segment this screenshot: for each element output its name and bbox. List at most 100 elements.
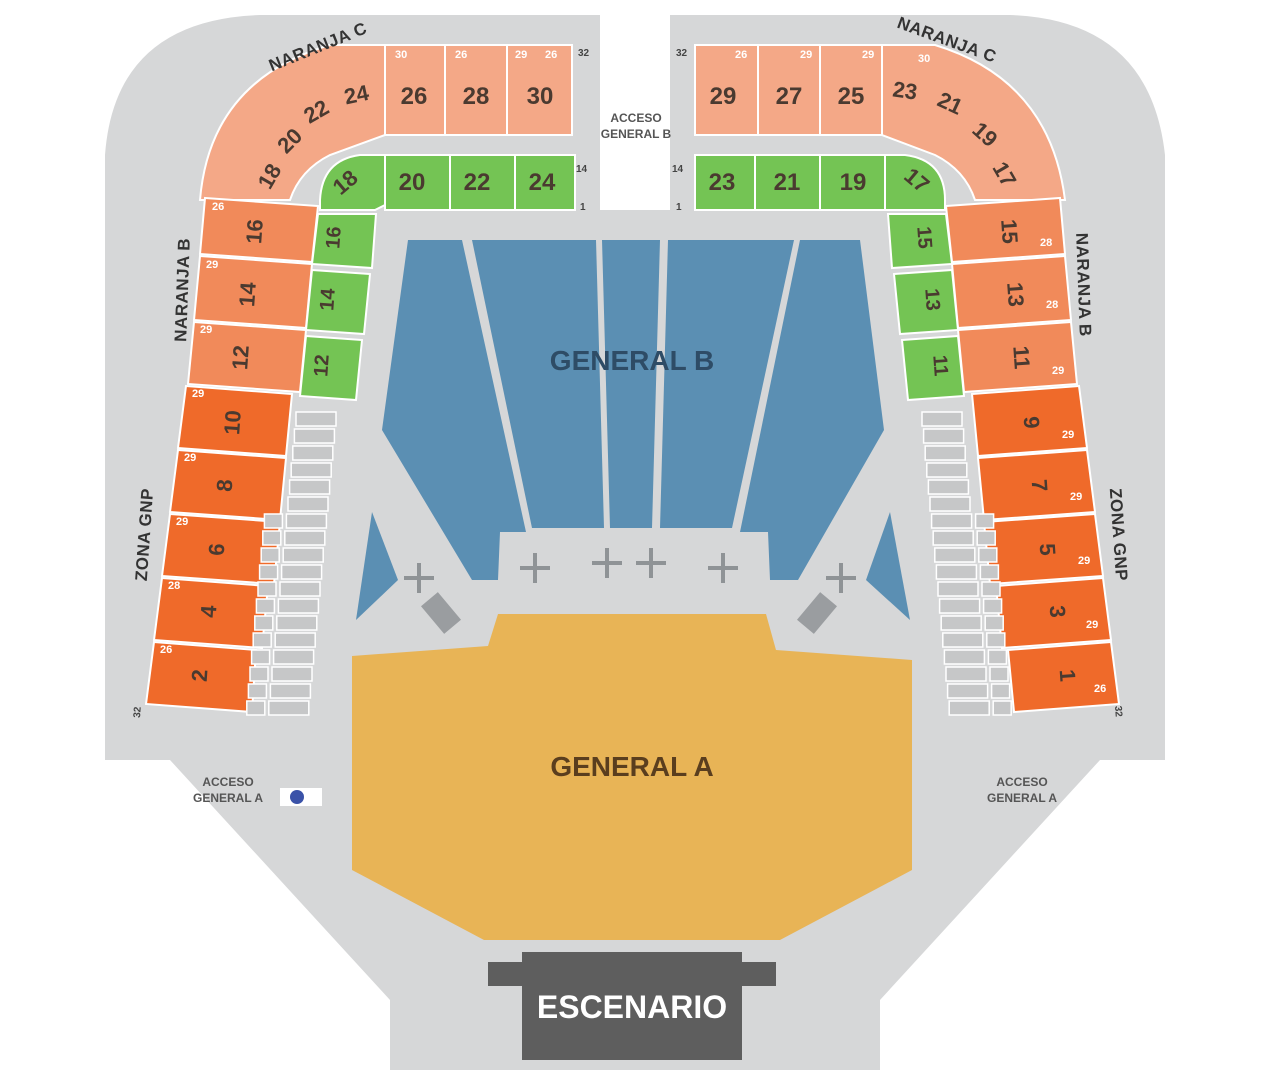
gray-seat-block[interactable] xyxy=(974,513,995,529)
green-section-20[interactable] xyxy=(384,154,451,211)
gray-seat-block[interactable] xyxy=(978,547,998,563)
green-section-23[interactable] xyxy=(694,154,756,211)
gray-seat-block[interactable] xyxy=(260,547,280,563)
general-b-wedge-5[interactable] xyxy=(740,240,884,580)
gray-seat-block[interactable] xyxy=(257,581,277,597)
gray-seat-block[interactable] xyxy=(247,683,268,699)
section-27[interactable] xyxy=(757,44,821,136)
gray-seat-block[interactable] xyxy=(986,632,1006,648)
gray-seat-block[interactable] xyxy=(987,649,1008,665)
gray-seat-block[interactable] xyxy=(287,496,329,512)
gray-seat-block[interactable] xyxy=(935,564,978,580)
gray-seat-block[interactable] xyxy=(284,530,326,546)
gray-seat-block[interactable] xyxy=(990,683,1011,699)
gray-seat-block[interactable] xyxy=(246,700,266,716)
section-5-right[interactable] xyxy=(982,512,1105,586)
gray-seat-block[interactable] xyxy=(945,666,987,682)
section-26[interactable] xyxy=(384,44,446,136)
gray-seat-block[interactable] xyxy=(942,632,984,648)
green-section-18[interactable] xyxy=(319,154,386,211)
gray-seat-block[interactable] xyxy=(277,598,320,614)
green-section-16-left[interactable] xyxy=(310,213,378,270)
gray-seat-block[interactable] xyxy=(937,581,979,597)
gray-seat-block[interactable] xyxy=(922,428,965,444)
gray-seat-block[interactable] xyxy=(269,683,312,699)
green-section-17[interactable] xyxy=(884,154,946,211)
section-9-right[interactable] xyxy=(970,384,1089,458)
general-b-wedge-2[interactable] xyxy=(472,240,604,528)
section-28[interactable] xyxy=(444,44,508,136)
gray-seat-block[interactable] xyxy=(292,445,334,461)
gray-seat-block[interactable] xyxy=(992,700,1012,716)
gray-seat-block[interactable] xyxy=(274,632,316,648)
gray-seat-block[interactable] xyxy=(263,513,284,529)
general-b-wedge-4[interactable] xyxy=(660,240,794,528)
gray-seat-block[interactable] xyxy=(982,598,1003,614)
gray-seat-block[interactable] xyxy=(295,411,337,427)
green-section-14-left[interactable] xyxy=(304,268,372,336)
gray-seat-block[interactable] xyxy=(948,700,990,716)
green-section-24[interactable] xyxy=(514,154,576,211)
general-a-zone[interactable] xyxy=(352,614,912,940)
section-4-left[interactable] xyxy=(152,576,270,650)
section-7-right[interactable] xyxy=(976,448,1097,522)
section-29[interactable] xyxy=(694,44,759,136)
gray-seat-block[interactable] xyxy=(984,615,1004,631)
gray-seat-block[interactable] xyxy=(271,666,313,682)
green-right-column: 15 13 11 xyxy=(886,213,966,402)
gray-seat-block[interactable] xyxy=(290,462,332,478)
gray-seat-block[interactable] xyxy=(282,547,324,563)
general-b-zone[interactable] xyxy=(356,240,910,620)
gray-seat-block[interactable] xyxy=(254,615,274,631)
gray-seat-block[interactable] xyxy=(280,564,323,580)
gray-seat-block[interactable] xyxy=(252,632,272,648)
gray-seat-block[interactable] xyxy=(268,700,310,716)
gray-seat-block[interactable] xyxy=(285,513,328,529)
naranja-c-right-curve[interactable] xyxy=(881,44,1067,201)
general-b-corner-right[interactable] xyxy=(866,512,910,620)
green-section-15-right[interactable] xyxy=(886,213,954,270)
stage[interactable] xyxy=(522,952,742,1060)
gray-seat-block[interactable] xyxy=(272,649,315,665)
section-1-right[interactable] xyxy=(1006,640,1121,714)
green-section-12-left[interactable] xyxy=(298,334,364,402)
gray-seat-block[interactable] xyxy=(930,513,973,529)
gray-seat-block[interactable] xyxy=(276,615,318,631)
green-section-22[interactable] xyxy=(449,154,516,211)
gray-seat-block[interactable] xyxy=(926,462,968,478)
gray-seat-block[interactable] xyxy=(976,530,996,546)
gray-seat-block[interactable] xyxy=(921,411,963,427)
gray-seat-block[interactable] xyxy=(979,564,1000,580)
green-section-11-right[interactable] xyxy=(900,334,966,402)
gray-seat-block[interactable] xyxy=(279,581,321,597)
section-30[interactable] xyxy=(506,44,573,136)
general-b-wedge-3[interactable] xyxy=(602,240,660,528)
gray-seat-block[interactable] xyxy=(258,564,279,580)
gray-seat-block[interactable] xyxy=(924,445,966,461)
row-label: 30 xyxy=(918,53,930,65)
gray-seat-block[interactable] xyxy=(255,598,276,614)
zone-naranja-b-left: NARANJA B xyxy=(171,238,194,343)
gray-seat-block[interactable] xyxy=(989,666,1009,682)
gray-seat-block[interactable] xyxy=(932,530,974,546)
naranja-c-left-curve[interactable] xyxy=(198,44,386,201)
gray-seat-block[interactable] xyxy=(293,428,336,444)
gray-seat-block[interactable] xyxy=(262,530,282,546)
gray-seat-block[interactable] xyxy=(288,479,331,495)
green-section-13-right[interactable] xyxy=(892,268,960,336)
gray-seat-block[interactable] xyxy=(981,581,1001,597)
gray-seat-block[interactable] xyxy=(929,496,971,512)
general-b-corner-left[interactable] xyxy=(356,512,398,620)
gray-seat-block[interactable] xyxy=(940,615,982,631)
gray-seat-block[interactable] xyxy=(927,479,970,495)
gray-seat-block[interactable] xyxy=(250,649,271,665)
gray-seat-block[interactable] xyxy=(934,547,976,563)
section-10-left[interactable] xyxy=(176,384,294,458)
gray-seat-block[interactable] xyxy=(943,649,986,665)
section-25[interactable] xyxy=(819,44,883,136)
gray-seat-block[interactable] xyxy=(249,666,269,682)
gray-seat-block[interactable] xyxy=(946,683,989,699)
green-section-19[interactable] xyxy=(819,154,886,211)
general-b-wedge-1[interactable] xyxy=(382,240,526,580)
gray-seat-block[interactable] xyxy=(938,598,981,614)
